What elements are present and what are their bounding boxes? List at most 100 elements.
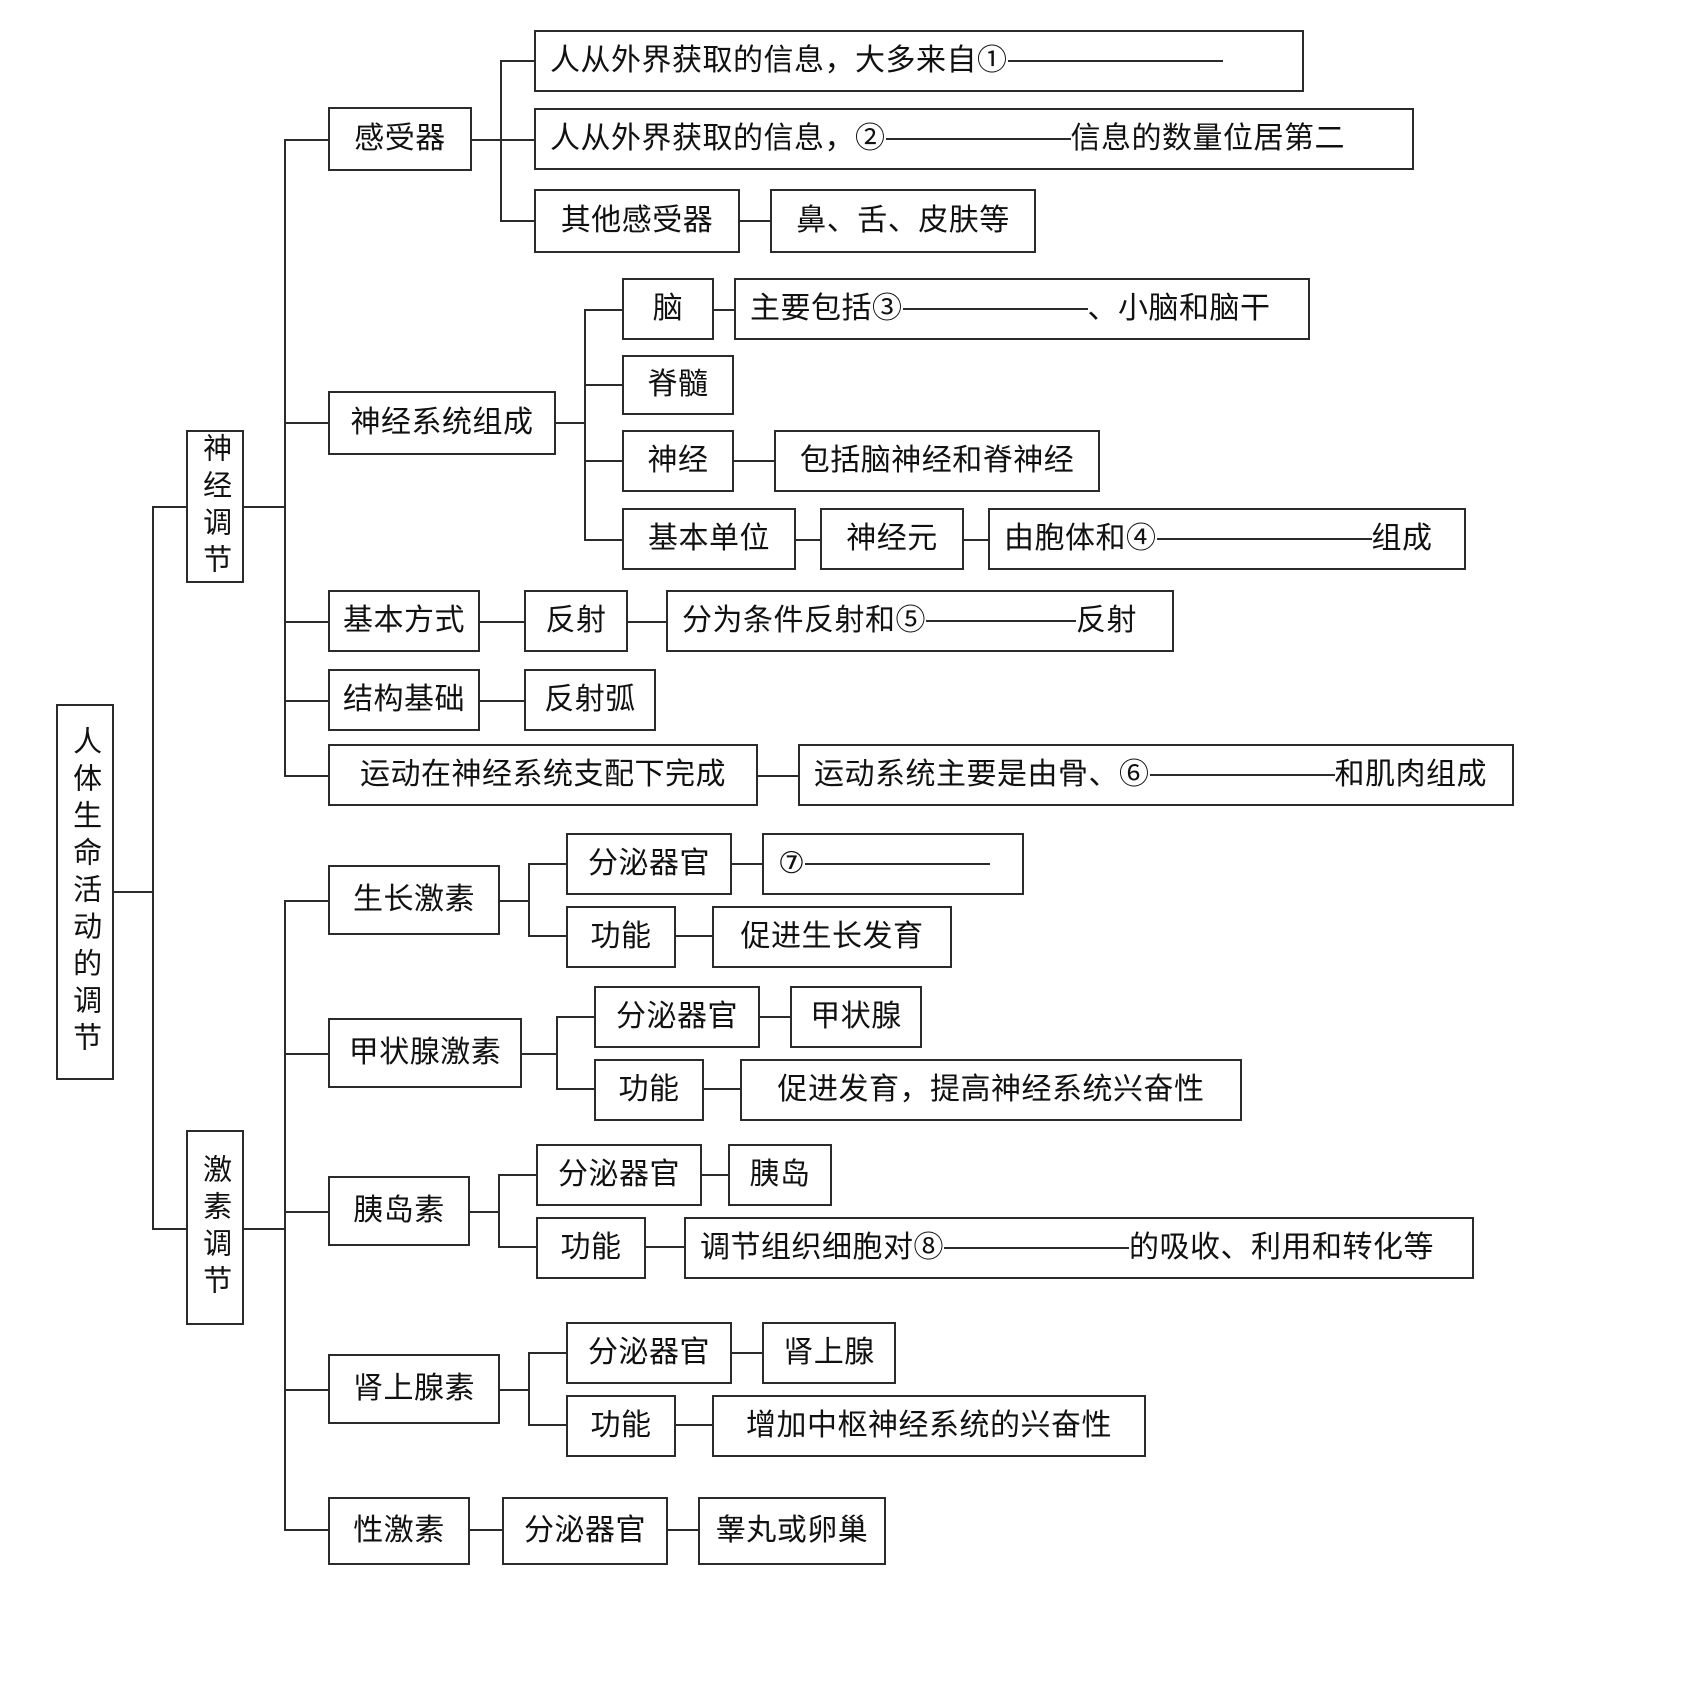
edge-th-stub xyxy=(522,1053,558,1055)
node-sex-organ[interactable]: 分泌器官 xyxy=(502,1497,668,1565)
node-spinal-cord[interactable]: 脊髓 xyxy=(622,355,734,415)
edge-gh-stub xyxy=(500,900,530,902)
node-neuron[interactable]: 神经元 xyxy=(820,508,964,570)
node-th-function[interactable]: 功能 xyxy=(594,1059,704,1121)
node-gh-function-value[interactable]: 促进生长发育 xyxy=(712,906,952,968)
node-brain[interactable]: 脑 xyxy=(622,278,714,340)
node-gh-organ-value[interactable]: ⑦ xyxy=(762,833,1024,895)
node-sex-hormone[interactable]: 性激素 xyxy=(328,1497,470,1565)
edge-adr-organ-stub xyxy=(732,1352,764,1354)
edge-nscomp-spine xyxy=(584,310,586,540)
node-gh-function[interactable]: 功能 xyxy=(566,906,676,968)
node-adrenaline[interactable]: 肾上腺素 xyxy=(328,1354,500,1424)
node-adr-function-value[interactable]: 增加中枢神经系统的兴奋性 xyxy=(712,1395,1146,1457)
node-reflex-arc[interactable]: 反射弧 xyxy=(524,669,656,731)
node-th-function-value[interactable]: 促进发育，提高神经系统兴奋性 xyxy=(740,1059,1242,1121)
node-insulin[interactable]: 胰岛素 xyxy=(328,1176,470,1246)
root-node[interactable]: 人体生命活动的调节 xyxy=(56,704,114,1080)
edge-brain-stub xyxy=(714,309,736,311)
receptor-eye-text-before: 人从外界获取的信息，大多来自① xyxy=(550,42,1008,78)
node-receptor-other[interactable]: 其他感受器 xyxy=(534,189,740,253)
node-structure-base[interactable]: 结构基础 xyxy=(328,669,480,731)
movement-text-after: 和肌肉组成 xyxy=(1334,756,1487,792)
node-nerve[interactable]: 神经 xyxy=(622,430,734,492)
node-adr-function[interactable]: 功能 xyxy=(566,1395,676,1457)
edge-th-spine xyxy=(556,1017,558,1089)
edge-receptor-2 xyxy=(500,139,536,141)
edge-gh-organ xyxy=(528,863,568,865)
node-adr-organ-value[interactable]: 肾上腺 xyxy=(762,1322,896,1384)
node-ins-function[interactable]: 功能 xyxy=(536,1217,646,1279)
edge-adr-organ xyxy=(528,1352,568,1354)
receptor-eye-blank[interactable] xyxy=(1007,60,1223,62)
neuron-blank[interactable] xyxy=(1156,538,1372,540)
node-thyroid-hormone[interactable]: 甲状腺激素 xyxy=(328,1018,522,1088)
edge-root-to-neural xyxy=(152,506,186,508)
branch-hormonal[interactable]: 激素调节 xyxy=(186,1130,244,1325)
edge-hormonal-sex xyxy=(284,1529,328,1531)
edge-ins-spine xyxy=(498,1175,500,1247)
edge-reflex-stub xyxy=(628,621,668,623)
node-ns-composition[interactable]: 神经系统组成 xyxy=(328,391,556,455)
edge-root-stub xyxy=(114,891,154,893)
node-reflex[interactable]: 反射 xyxy=(524,590,628,652)
node-reflex-detail[interactable]: 分为条件反射和⑤ 反射 xyxy=(666,590,1174,652)
node-receptor-other-list[interactable]: 鼻、舌、皮肤等 xyxy=(770,189,1036,253)
edge-hormonal-stub xyxy=(244,1228,286,1230)
node-nerve-detail[interactable]: 包括脑神经和脊神经 xyxy=(774,430,1100,492)
node-adr-organ[interactable]: 分泌器官 xyxy=(566,1322,732,1384)
edge-neural-structbase xyxy=(284,700,328,702)
node-receptor[interactable]: 感受器 xyxy=(328,107,472,171)
edge-neural-receptor xyxy=(284,139,328,141)
node-growth-hormone[interactable]: 生长激素 xyxy=(328,865,500,935)
node-th-organ[interactable]: 分泌器官 xyxy=(594,986,760,1048)
edge-nscomp-spinal xyxy=(584,384,624,386)
edge-ins-organ-stub xyxy=(702,1174,730,1176)
edge-neuron-stub xyxy=(964,539,990,541)
edge-hormonal-adr xyxy=(284,1389,328,1391)
receptor-ear-text-after: 信息的数量位居第二 xyxy=(1070,120,1345,156)
edge-receptor-1 xyxy=(500,60,536,62)
node-gh-organ[interactable]: 分泌器官 xyxy=(566,833,732,895)
edge-gh-function xyxy=(528,935,568,937)
node-receptor-eye[interactable]: 人从外界获取的信息，大多来自① xyxy=(534,30,1304,92)
insulin-blank[interactable] xyxy=(944,1247,1129,1249)
edge-gh-function-stub xyxy=(676,935,714,937)
node-movement-detail[interactable]: 运动系统主要是由骨、⑥ 和肌肉组成 xyxy=(798,744,1514,806)
edge-nscomp-nerve xyxy=(584,460,624,462)
brain-text-after: 、小脑和脑干 xyxy=(1087,290,1271,326)
node-movement[interactable]: 运动在神经系统支配下完成 xyxy=(328,744,758,806)
reflex-blank[interactable] xyxy=(926,620,1076,622)
branch-neural[interactable]: 神经调节 xyxy=(186,430,244,583)
edge-gh-organ-stub xyxy=(732,863,764,865)
edge-hormonal-spine xyxy=(284,901,286,1530)
node-ins-organ[interactable]: 分泌器官 xyxy=(536,1144,702,1206)
movement-text-before: 运动系统主要是由骨、⑥ xyxy=(814,756,1150,792)
movement-blank[interactable] xyxy=(1149,774,1335,776)
edge-sex-organ-stub xyxy=(668,1529,700,1531)
reflex-text-after: 反射 xyxy=(1076,602,1137,638)
edge-sex-stub xyxy=(470,1529,504,1531)
edge-neural-spine xyxy=(284,140,286,776)
brain-text-before: 主要包括③ xyxy=(750,290,903,326)
brain-blank[interactable] xyxy=(902,308,1088,310)
receptor-ear-blank[interactable] xyxy=(885,138,1071,140)
insulin-text-before: 调节组织细胞对⑧ xyxy=(700,1229,944,1265)
gh-organ-blank[interactable] xyxy=(805,863,991,865)
edge-ins-function xyxy=(498,1246,538,1248)
node-th-organ-value[interactable]: 甲状腺 xyxy=(790,986,922,1048)
node-basic-mode[interactable]: 基本方式 xyxy=(328,590,480,652)
reflex-text-before: 分为条件反射和⑤ xyxy=(682,602,926,638)
node-brain-detail[interactable]: 主要包括③ 、小脑和脑干 xyxy=(734,278,1310,340)
node-sex-organ-value[interactable]: 睾丸或卵巢 xyxy=(698,1497,886,1565)
edge-basicunit-stub xyxy=(796,539,822,541)
node-basic-unit[interactable]: 基本单位 xyxy=(622,508,796,570)
edge-neural-basicmode xyxy=(284,621,328,623)
node-ins-organ-value[interactable]: 胰岛 xyxy=(728,1144,832,1206)
edge-receptorother-stub xyxy=(740,220,772,222)
edge-th-function-stub xyxy=(704,1088,742,1090)
edge-nscomp-stub xyxy=(556,422,586,424)
